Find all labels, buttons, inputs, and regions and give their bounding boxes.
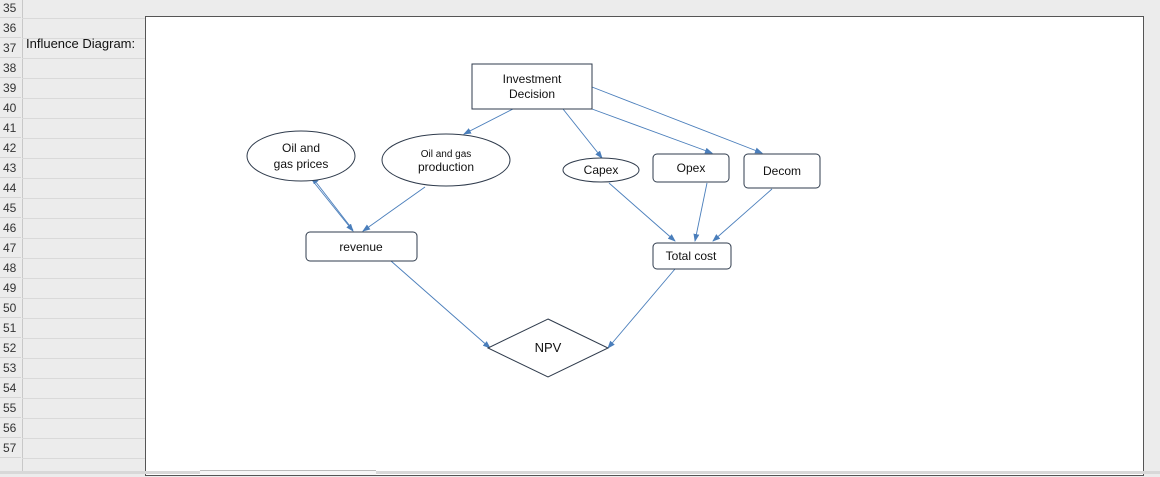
influence-diagram-label[interactable]: Influence Diagram:: [26, 36, 136, 51]
row-header[interactable]: 53: [0, 358, 21, 378]
row-header[interactable]: 43: [0, 158, 21, 178]
node-oil-gas-production[interactable]: Oil and gas production: [381, 133, 511, 187]
horizontal-scrollbar-track[interactable]: [0, 471, 1160, 474]
row-gridline: [22, 378, 146, 379]
row-header[interactable]: 41: [0, 118, 21, 138]
node-oil-gas-prices[interactable]: Oil and gas prices: [246, 130, 356, 182]
arrow-capex-to-totalcost: [608, 182, 676, 242]
arrow-totalcost-to-npv: [607, 268, 676, 349]
row-gridline: [22, 398, 146, 399]
row-header[interactable]: 47: [0, 238, 21, 258]
row-gridline: [22, 358, 146, 359]
row-header[interactable]: 36: [0, 18, 21, 38]
row-header[interactable]: 44: [0, 178, 21, 198]
decom-label: Decom: [763, 164, 801, 178]
arrow-revenue-to-prices: [311, 176, 354, 231]
row-gridline: [22, 318, 146, 319]
row-header[interactable]: 38: [0, 58, 21, 78]
diagram-canvas[interactable]: Investment Decision Oil and gas prices O…: [145, 16, 1144, 476]
row-header[interactable]: 50: [0, 298, 21, 318]
row-gridline: [22, 238, 146, 239]
row-gridline: [22, 118, 146, 119]
node-npv[interactable]: NPV: [486, 318, 610, 378]
node-decom[interactable]: Decom: [743, 153, 821, 189]
row-gridline: [22, 438, 146, 439]
row-gridline: [22, 18, 146, 19]
row-gridline: [22, 98, 146, 99]
oil-gas-prices-line2: gas prices: [274, 157, 329, 171]
investment-decision-line1: Investment: [503, 72, 562, 86]
row-header[interactable]: 55: [0, 398, 21, 418]
arrow-opex-to-totalcost: [693, 182, 708, 242]
row-gridline: [22, 258, 146, 259]
row-gridline: [22, 78, 146, 79]
row-gridline: [22, 58, 146, 59]
oil-gas-production-line2: production: [418, 160, 474, 174]
oil-gas-prices-line1: Oil and: [282, 141, 320, 155]
node-total-cost[interactable]: Total cost: [652, 242, 732, 270]
row-gridline: [22, 38, 146, 39]
arrow-decision-to-production: [463, 108, 514, 135]
capex-label: Capex: [584, 163, 619, 177]
node-opex[interactable]: Opex: [652, 153, 730, 183]
arrow-decision-to-capex: [562, 108, 603, 159]
row-gridline: [22, 158, 146, 159]
arrow-decom-to-totalcost: [712, 188, 773, 242]
row-header[interactable]: 51: [0, 318, 21, 338]
total-cost-label: Total cost: [666, 249, 717, 263]
row-gridline: [22, 178, 146, 179]
row-header[interactable]: 45: [0, 198, 21, 218]
row-header[interactable]: 42: [0, 138, 21, 158]
row-gridline: [22, 418, 146, 419]
row-header[interactable]: 37: [0, 38, 21, 58]
node-revenue[interactable]: revenue: [305, 231, 418, 262]
arrow-revenue-to-npv: [390, 260, 491, 349]
npv-label: NPV: [535, 340, 562, 355]
row-header[interactable]: 46: [0, 218, 21, 238]
row-header[interactable]: 49: [0, 278, 21, 298]
node-investment-decision[interactable]: Investment Decision: [471, 63, 593, 110]
row-header[interactable]: 56: [0, 418, 21, 438]
row-header[interactable]: 54: [0, 378, 21, 398]
row-gridline: [22, 218, 146, 219]
arrow-decision-to-opex: [591, 108, 713, 154]
row-header[interactable]: 39: [0, 78, 21, 98]
arrow-production-to-revenue: [362, 186, 426, 232]
horizontal-scrollbar-thumb[interactable]: [200, 470, 376, 475]
row-header[interactable]: 48: [0, 258, 21, 278]
row-header[interactable]: 52: [0, 338, 21, 358]
row-gridline: [22, 298, 146, 299]
row-gridline: [22, 198, 146, 199]
node-capex[interactable]: Capex: [562, 157, 640, 183]
row-gridline: [22, 278, 146, 279]
row-gridline: [22, 458, 146, 459]
row-header[interactable]: 57: [0, 438, 21, 458]
row-header[interactable]: 40: [0, 98, 21, 118]
revenue-label: revenue: [339, 240, 383, 254]
influence-diagram: Investment Decision Oil and gas prices O…: [246, 63, 821, 378]
row-gridline: [22, 338, 146, 339]
investment-decision-line2: Decision: [509, 87, 555, 101]
opex-label: Opex: [677, 161, 706, 175]
row-header[interactable]: 35: [0, 0, 21, 18]
oil-gas-production-line1: Oil and gas: [421, 149, 472, 160]
arrow-prices-to-revenue: [311, 179, 354, 232]
arrow-decision-to-decom: [591, 86, 763, 154]
row-gridline: [22, 138, 146, 139]
